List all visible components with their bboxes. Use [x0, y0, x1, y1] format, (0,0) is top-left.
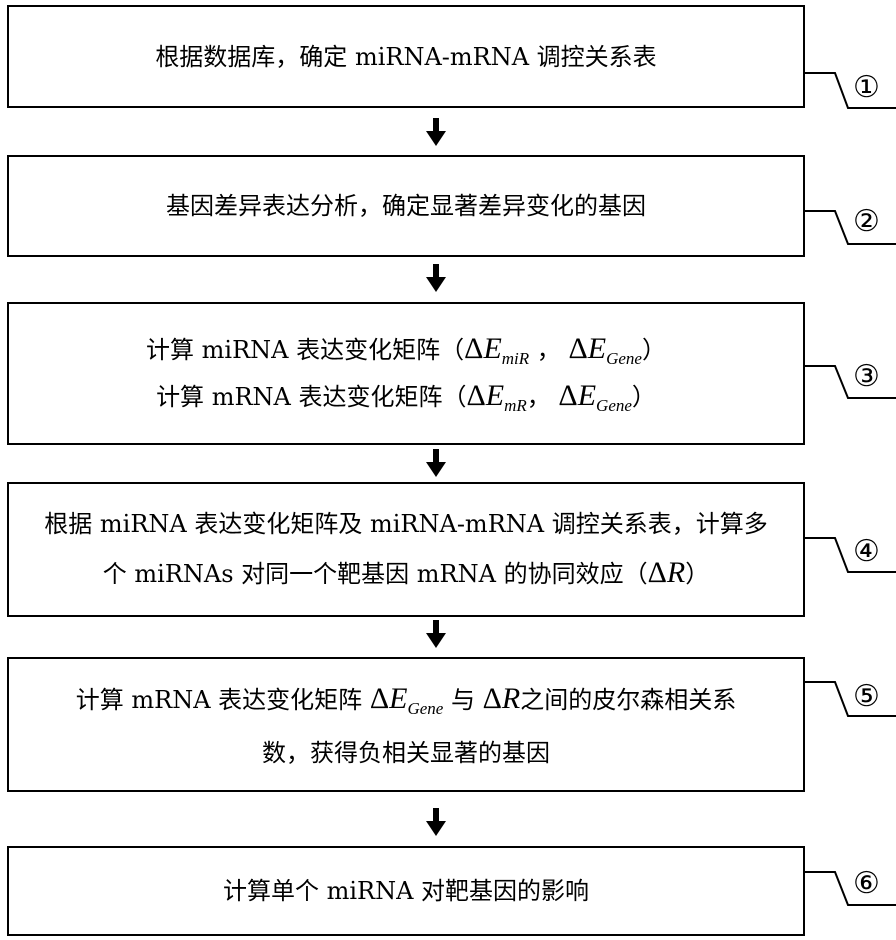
step-5-line-1-prefix: 计算 mRNA 表达变化矩阵 [76, 686, 362, 714]
delta-r: ΔR [483, 682, 521, 715]
and-text: 与 [451, 686, 475, 714]
delta-e-gene: ΔEGene [370, 682, 444, 715]
step-4-line-2-prefix: 个 miRNAs 对同一个靶基因 mRNA 的协同效应（ [103, 560, 648, 588]
arrow-down-icon [426, 808, 446, 836]
step-4-line-2: 个 miRNAs 对同一个靶基因 mRNA 的协同效应（ΔR） [103, 558, 709, 588]
step-6-text: 计算单个 miRNA 对靶基因的影响 [223, 879, 589, 903]
step-4-line-1: 根据 miRNA 表达变化矩阵及 miRNA-mRNA 调控关系表，计算多 [44, 512, 767, 536]
delta-e-mir: ΔEmiR [464, 332, 529, 365]
step-4-box: 根据 miRNA 表达变化矩阵及 miRNA-mRNA 调控关系表，计算多 个 … [7, 482, 805, 617]
delta-e-gene: ΔEGene [558, 379, 632, 412]
step-5-line-1: 计算 mRNA 表达变化矩阵 ΔEGene 与 ΔR之间的皮尔森相关系 [76, 684, 736, 717]
delta-e-mr: ΔEmR [466, 379, 526, 412]
comma: ， [527, 383, 551, 411]
step-3-box: 计算 miRNA 表达变化矩阵（ΔEmiR ， ΔEGene） 计算 mRNA … [7, 302, 805, 445]
arrow-down-icon [426, 264, 446, 292]
connector-2 [805, 211, 896, 244]
step-5-number: ⑤ [853, 682, 880, 712]
comma: ， [537, 336, 561, 364]
step-5-box: 计算 mRNA 表达变化矩阵 ΔEGene 与 ΔR之间的皮尔森相关系 数，获得… [7, 657, 805, 792]
step-4-number: ④ [853, 537, 880, 567]
arrow-down-icon [426, 118, 446, 146]
connector-3 [805, 366, 896, 398]
step-2-box: 基因差异表达分析，确定显著差异变化的基因 [7, 155, 805, 257]
step-3-number: ③ [853, 362, 880, 392]
close-paren: ） [685, 560, 709, 588]
connector-5 [805, 682, 896, 716]
connector-4 [805, 538, 896, 572]
arrow-down-icon [426, 620, 446, 648]
delta-r: ΔR [648, 556, 686, 589]
connector-1 [805, 73, 896, 108]
step-1-number: ① [853, 73, 880, 103]
step-5-line-2: 数，获得负相关显著的基因 [262, 741, 550, 765]
close-paren: ） [642, 336, 666, 364]
step-1-box: 根据数据库，确定 miRNA-mRNA 调控关系表 [7, 5, 805, 108]
step-2-number: ② [853, 207, 880, 237]
step-6-box: 计算单个 miRNA 对靶基因的影响 [7, 846, 805, 936]
close-paren: ） [632, 383, 656, 411]
arrow-down-icon [426, 449, 446, 477]
step-3-line-2: 计算 mRNA 表达变化矩阵（ΔEmR， ΔEGene） [156, 381, 656, 414]
step-3-line-2-prefix: 计算 mRNA 表达变化矩阵（ [156, 383, 466, 411]
step-3-line-1-prefix: 计算 miRNA 表达变化矩阵（ [146, 336, 464, 364]
delta-e-gene: ΔEGene [568, 332, 642, 365]
connector-6 [805, 872, 896, 905]
step-5-line-1-suffix: 之间的皮尔森相关系 [520, 686, 736, 714]
step-3-line-1: 计算 miRNA 表达变化矩阵（ΔEmiR ， ΔEGene） [146, 334, 666, 367]
step-1-text: 根据数据库，确定 miRNA-mRNA 调控关系表 [155, 45, 656, 69]
step-2-text: 基因差异表达分析，确定显著差异变化的基因 [166, 194, 646, 218]
step-6-number: ⑥ [853, 869, 880, 899]
